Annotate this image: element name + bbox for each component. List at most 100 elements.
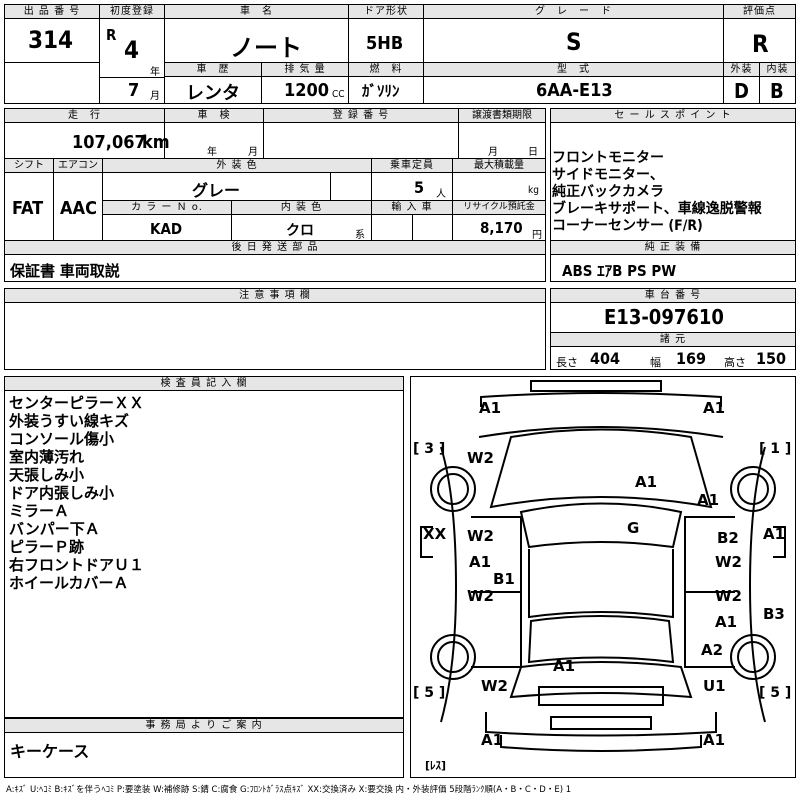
sales-points-list: フロントモニター サイドモニター、 純正バックカメラ ブレーキサポート、車線逸脱… — [552, 150, 762, 235]
damage-mark: W2 — [481, 677, 508, 695]
std-equip-label: 純 正 装 備 — [551, 241, 795, 255]
displacement: 1200 — [284, 80, 330, 101]
capacity-label: 乗車定員 — [372, 159, 452, 173]
damage-mark: A1 — [763, 525, 786, 543]
header-block — [4, 4, 796, 104]
inspector-note: 外装うすい線キズ — [9, 412, 130, 430]
office-notes: キーケース — [10, 742, 90, 761]
car-name-label: 車 名 — [165, 5, 348, 19]
sales-points-block — [550, 108, 796, 282]
caution-block — [4, 288, 546, 370]
height: 150 — [756, 349, 787, 368]
interior-score: B — [770, 79, 784, 103]
exterior-score: D — [734, 79, 749, 103]
chassis-no: E13-097610 — [604, 305, 724, 329]
damage-mark: A1 — [703, 731, 726, 749]
fuel: ｶﾞｿﾘﾝ — [362, 82, 400, 100]
history: レンタ — [186, 83, 240, 104]
damage-mark: A1 — [697, 491, 720, 509]
later-parts: 保証書 車両取説 — [10, 262, 120, 280]
sales-points-label: セ ー ル ス ポ イ ン ト — [551, 109, 795, 123]
shift: FAT — [12, 198, 44, 219]
side-label: [ 5 ] — [413, 685, 446, 701]
recycle-label: リサイクル預託金 — [453, 201, 545, 215]
damage-mark: W2 — [467, 527, 494, 545]
color-no-label: カ ラ ー Ｎ o. — [103, 201, 231, 215]
registration-label: 登 録 番 号 — [264, 109, 458, 123]
office-label: 事 務 局 よ り ご 案 内 — [5, 719, 403, 733]
std-equipment: ABS ｴｱB PS PW — [562, 262, 677, 280]
damage-mark: W2 — [715, 553, 742, 571]
inspection-label: 車 検 — [165, 109, 263, 123]
sales-point: フロントモニター — [552, 150, 664, 166]
import-label: 輸 入 車 — [372, 201, 452, 215]
transfer-doc-label: 譲渡書類期限 — [459, 109, 545, 123]
exterior-score-label: 外装 — [724, 63, 759, 77]
damage-mark: XX — [423, 525, 447, 543]
chassis-block — [550, 288, 796, 370]
office-block — [4, 718, 404, 778]
lot-no: 314 — [28, 26, 74, 54]
sales-point: コーナーセンサー (F/R) — [552, 218, 703, 234]
grade: S — [566, 28, 582, 56]
mileage: 107,067 — [72, 132, 146, 153]
era: R — [106, 26, 117, 44]
legend: A:ｷｽﾞ U:ﾍｺﾐ B:ｷｽﾞを伴うﾍｺﾐ P:要塗装 W:補修跡 S:錆 … — [6, 785, 572, 795]
damage-mark: U1 — [703, 677, 726, 695]
door-type: 5HB — [366, 33, 404, 54]
displacement-label: 排 気 量 — [262, 63, 348, 77]
aircon: AAC — [60, 198, 97, 219]
first-reg-label: 初度登録 — [100, 5, 164, 19]
damage-mark: A2 — [701, 641, 724, 659]
car-name: ノート — [230, 34, 302, 62]
sales-point: ブレーキサポート、車線逸脱警報 — [552, 201, 762, 217]
grade-label: グ レ ー ド — [424, 5, 723, 19]
damage-mark: A1 — [703, 399, 726, 417]
reg-month: 7 — [128, 80, 140, 101]
ext-color: グレー — [192, 181, 241, 200]
caution-label: 注 意 事 項 欄 — [5, 289, 545, 303]
damage-mark: W2 — [467, 587, 494, 605]
inspector-note: ピラーＰ跡 — [9, 538, 85, 556]
inspector-note: バンパー下Ａ — [9, 520, 100, 538]
car-diagram: A1 A1 A1 A1 W2 A1 G XX W2 A1 B1 W2 B2 W2… — [410, 376, 796, 778]
aircon-label: エアコン — [54, 159, 102, 173]
damage-mark: W2 — [467, 449, 494, 467]
capacity: 5 — [414, 178, 425, 197]
door-label: ドア形状 — [349, 5, 423, 19]
damage-mark: A1 — [635, 473, 658, 491]
inspector-note: コンソール傷小 — [9, 430, 115, 448]
inspector-block — [4, 376, 404, 718]
recycle: 8,170 — [480, 219, 523, 237]
side-label: [ 3 ] — [413, 441, 446, 457]
reg-year: 4 — [124, 36, 140, 64]
inspector-notes: センターピラーＸＸ 外装うすい線キズ コンソール傷小 室内薄汚れ 天張しみ小 ド… — [9, 394, 144, 592]
spec-block — [4, 108, 546, 282]
width: 169 — [676, 349, 707, 368]
side-label: [ 1 ] — [759, 441, 792, 457]
interior-score-label: 内装 — [760, 63, 795, 77]
damage-mark: A1 — [715, 613, 738, 631]
sales-point: 純正バックカメラ — [552, 184, 664, 200]
int-color-label: 内 装 色 — [232, 201, 371, 215]
damage-mark: A1 — [481, 731, 504, 749]
length: 404 — [590, 349, 621, 368]
inspector-label: 検 査 員 記 入 欄 — [5, 377, 403, 391]
mileage-label: 走 行 — [5, 109, 164, 123]
chassis-label: 車 台 番 号 — [551, 289, 795, 303]
dimensions-label: 諸 元 — [551, 333, 795, 347]
inspector-note: ドア内張しみ小 — [9, 484, 115, 502]
inspector-note: 天張しみ小 — [9, 466, 85, 484]
damage-mark: B1 — [493, 570, 515, 588]
inspector-note: ミラーＡ — [9, 502, 70, 520]
damage-mark: G — [627, 519, 640, 537]
damage-mark: A1 — [479, 399, 502, 417]
fuel-label: 燃 料 — [349, 63, 423, 77]
inspector-note: 右フロントドアＵ１ — [9, 556, 145, 574]
damage-mark: A1 — [469, 553, 492, 571]
lot-no-label: 出 品 番 号 — [5, 5, 99, 19]
shift-label: シフト — [5, 159, 53, 173]
int-color: クロ — [286, 223, 314, 239]
ext-color-label: 外 装 色 — [103, 159, 371, 173]
inspector-note: ホイールカバーＡ — [9, 574, 129, 592]
